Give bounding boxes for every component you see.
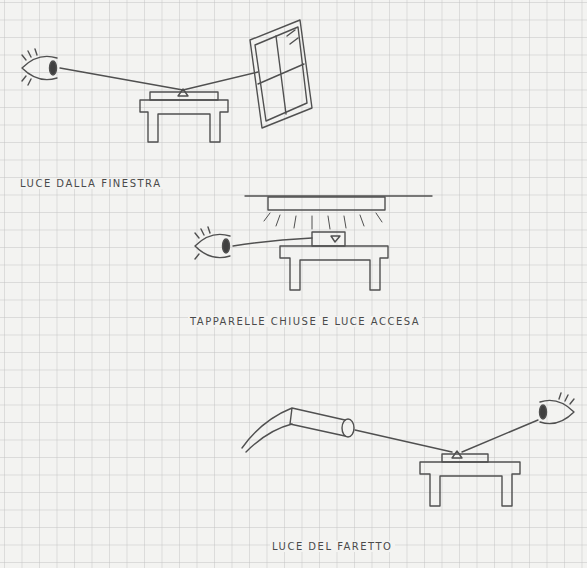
table	[140, 100, 228, 142]
table	[280, 246, 388, 290]
eye	[540, 393, 575, 424]
caption-label: LUCE DEL FARETTO	[270, 541, 395, 552]
object-box	[312, 232, 345, 246]
eye	[195, 227, 230, 259]
light-ray	[355, 430, 452, 452]
eye	[22, 49, 57, 85]
light-ray	[233, 238, 312, 246]
object	[452, 451, 462, 458]
light-ray	[60, 68, 258, 90]
window	[250, 20, 312, 128]
lamp	[268, 197, 385, 210]
caption-label: LUCE DALLA FINESTRA	[18, 178, 163, 189]
light-rays	[264, 213, 382, 229]
light-ray	[462, 420, 538, 452]
object	[331, 236, 340, 242]
table-top	[442, 454, 488, 462]
table	[420, 462, 520, 506]
caption-label: TAPPARELLE CHIUSE E LUCE ACCESA	[188, 316, 422, 327]
flashlight	[242, 408, 354, 452]
